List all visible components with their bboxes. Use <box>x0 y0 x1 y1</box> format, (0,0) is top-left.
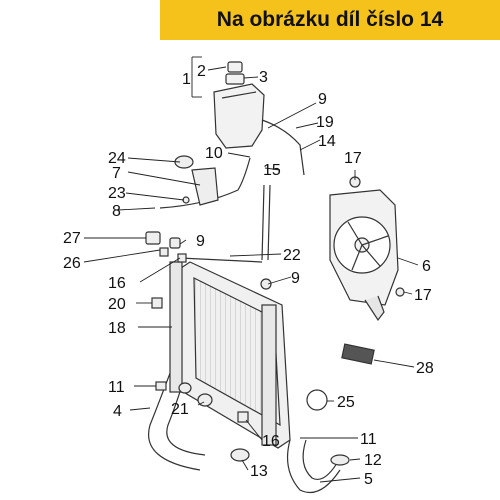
callout-21: 21 <box>171 401 189 418</box>
callout-11-right: 11 <box>360 431 377 448</box>
radiator <box>169 261 291 449</box>
callout-16-upper: 16 <box>108 275 126 292</box>
callout-numbers: 1 2 3 9 19 14 10 15 24 7 23 8 17 27 26 9… <box>63 63 434 488</box>
callout-24: 24 <box>108 150 126 167</box>
callout-4: 4 <box>113 403 122 420</box>
small-parts <box>145 155 405 466</box>
cooling-fan <box>329 189 399 322</box>
callout-11-left: 11 <box>108 379 125 396</box>
callout-8: 8 <box>112 203 121 220</box>
part-number-banner: Na obrázku díl číslo 14 <box>160 0 500 40</box>
callout-26: 26 <box>63 255 81 272</box>
callout-14: 14 <box>318 133 336 150</box>
callout-3: 3 <box>259 69 268 86</box>
callout-13: 13 <box>250 463 268 480</box>
callout-20: 20 <box>108 296 126 313</box>
callout-5: 5 <box>364 471 373 488</box>
callout-23: 23 <box>108 185 126 202</box>
callout-27: 27 <box>63 230 81 247</box>
callout-12: 12 <box>364 452 382 469</box>
callout-28: 28 <box>416 360 434 377</box>
callout-25: 25 <box>337 394 355 411</box>
callout-9-mid: 9 <box>196 233 205 250</box>
callout-9-top: 9 <box>318 91 327 108</box>
callout-6: 6 <box>422 258 431 275</box>
callout-19: 19 <box>316 114 334 131</box>
callout-1: 1 <box>182 71 191 88</box>
callout-9-low: 9 <box>291 270 300 287</box>
callout-17-right: 17 <box>414 287 432 304</box>
leader-lines <box>83 56 419 483</box>
expansion-tank <box>213 61 265 149</box>
callout-2: 2 <box>197 63 206 80</box>
callout-17-top: 17 <box>344 150 362 167</box>
callout-10: 10 <box>205 145 223 162</box>
callout-7: 7 <box>112 165 121 182</box>
callout-18: 18 <box>108 320 126 337</box>
callout-16-lower: 16 <box>262 433 280 450</box>
callout-22: 22 <box>283 247 301 264</box>
callout-15: 15 <box>263 162 281 179</box>
